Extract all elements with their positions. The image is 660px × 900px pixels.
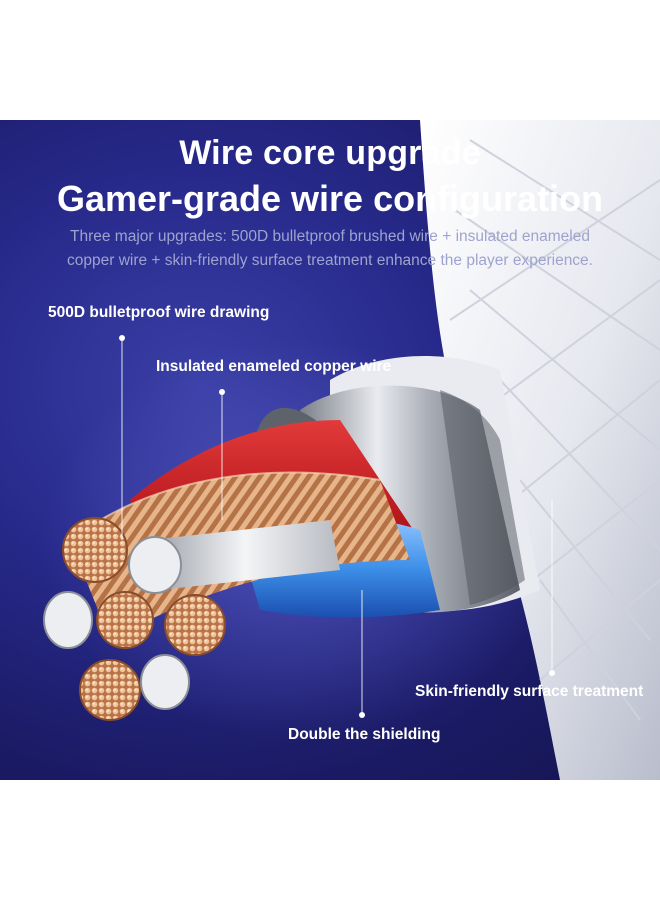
subtitle-line-1: Three major upgrades: 500D bulletproof b… — [70, 228, 590, 245]
callout-enameled-copper: Insulated enameled copper wire — [156, 358, 392, 375]
subtitle-line-2: copper wire + skin-friendly surface trea… — [67, 252, 593, 269]
title-line-2: Gamer-grade wire configuration — [56, 178, 604, 219]
wire-end-faces — [43, 517, 226, 721]
product-banner: Wire core upgrade Gamer-grade wire confi… — [0, 120, 660, 780]
callout-dot-copper — [219, 389, 225, 395]
callout-leader-lines — [121, 338, 553, 715]
callout-double-shielding: Double the shielding — [288, 726, 441, 743]
callout-dot-shielding — [359, 712, 365, 718]
cable-cross-section-illustration — [40, 120, 660, 780]
silver-rod — [150, 520, 340, 590]
callout-bulletproof-wire: 500D bulletproof wire drawing — [48, 304, 270, 321]
title-line-1: Wire core upgrade — [179, 134, 481, 172]
callout-dot-surface — [549, 670, 555, 676]
callout-surface-treatment: Skin-friendly surface treatment — [415, 683, 644, 700]
callout-dot-bulletproof — [119, 335, 125, 341]
